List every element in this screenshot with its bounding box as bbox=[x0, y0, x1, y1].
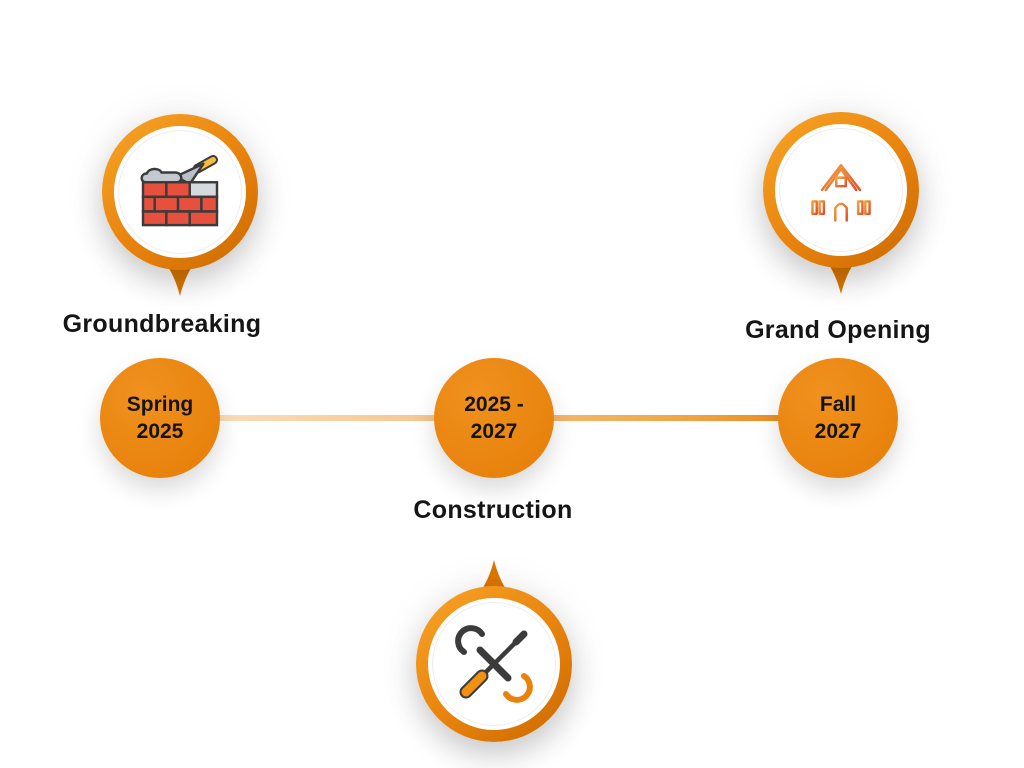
pin-ring bbox=[416, 586, 572, 742]
date-line-1: Spring bbox=[126, 392, 194, 416]
milestone-title-construction: Construction bbox=[413, 496, 573, 524]
date-line-2: 2027 bbox=[470, 420, 518, 443]
date-line-1: 2025 - bbox=[464, 392, 524, 416]
date-line-2: 2025 bbox=[136, 420, 184, 443]
milestone-pin-construction bbox=[416, 560, 572, 742]
pin-ring bbox=[763, 112, 919, 268]
milestone-pin-grand-opening bbox=[763, 112, 919, 294]
tools-icon bbox=[455, 625, 533, 703]
date-line-2: 2027 bbox=[814, 420, 862, 443]
brick-wall-icon bbox=[140, 155, 219, 227]
date-line-1: Fall bbox=[819, 392, 857, 416]
milestone-pin-groundbreaking bbox=[102, 114, 258, 296]
milestone-title-groundbreaking: Groundbreaking bbox=[62, 310, 262, 338]
milestone-date-groundbreaking: Spring 2025 bbox=[100, 358, 220, 478]
milestone-title-grand-opening: Grand Opening bbox=[745, 316, 931, 344]
milestone-date-grand-opening: Fall 2027 bbox=[778, 358, 898, 478]
house-icon bbox=[803, 164, 879, 222]
milestone-date-construction: 2025 - 2027 bbox=[434, 358, 554, 478]
pin-ring bbox=[102, 114, 258, 270]
